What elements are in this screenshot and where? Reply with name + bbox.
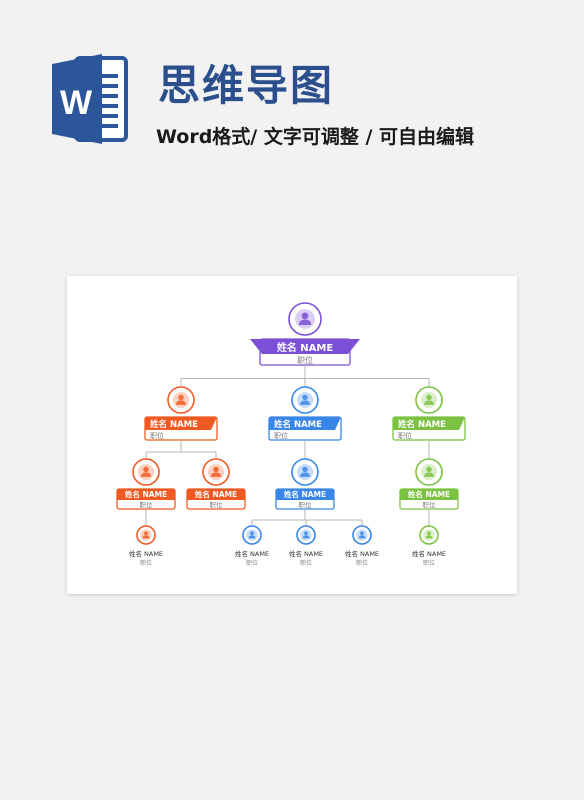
node-role: 职位 xyxy=(398,431,412,440)
node-name: 姓名 NAME xyxy=(289,549,323,558)
node-name: 姓名 NAME xyxy=(345,549,379,558)
name-ribbon xyxy=(117,489,175,500)
person-avatar-icon xyxy=(211,466,221,477)
node-name: 姓名 NAME xyxy=(235,549,269,558)
person-avatar-icon xyxy=(424,394,434,405)
person-avatar-icon xyxy=(302,531,310,539)
node-name: 姓名 NAME xyxy=(276,341,334,354)
person-avatar-icon xyxy=(248,531,256,539)
node-name: 姓名 NAME xyxy=(273,419,322,430)
name-ribbon xyxy=(269,417,341,430)
name-ribbon xyxy=(187,489,245,500)
person-avatar-icon xyxy=(300,466,310,477)
person-avatar-icon xyxy=(176,394,186,405)
node-role: 职位 xyxy=(246,559,258,567)
node-role: 职位 xyxy=(423,559,435,567)
node-name: 姓名 NAME xyxy=(124,489,167,499)
page-title: 思维导图 xyxy=(158,61,335,110)
node-name: 姓名 NAME xyxy=(149,419,198,430)
node-name: 姓名 NAME xyxy=(194,489,237,499)
name-ribbon xyxy=(393,417,465,430)
name-ribbon xyxy=(145,417,217,430)
node-role: 职位 xyxy=(140,500,154,509)
person-avatar-icon xyxy=(358,531,366,539)
name-ribbon xyxy=(400,489,458,500)
person-avatar-icon xyxy=(298,312,312,325)
node-role: 职位 xyxy=(356,559,368,567)
person-avatar-icon xyxy=(142,531,150,539)
connector-lines xyxy=(145,366,430,526)
node-role: 职位 xyxy=(297,355,313,365)
node-role: 职位 xyxy=(299,500,313,509)
person-avatar-icon xyxy=(300,394,310,405)
node-role: 职位 xyxy=(300,559,312,567)
node-role: 职位 xyxy=(423,500,437,509)
word-icon-letter: W xyxy=(60,84,93,122)
node-name: 姓名 NAME xyxy=(397,419,446,430)
name-ribbon xyxy=(250,339,360,354)
person-avatar-icon xyxy=(424,466,434,477)
word-document-icon: W xyxy=(50,50,130,148)
name-ribbon xyxy=(276,489,334,500)
node-name: 姓名 NAME xyxy=(129,549,163,558)
node-role: 职位 xyxy=(140,559,152,567)
node-role: 职位 xyxy=(274,431,288,440)
person-avatar-icon xyxy=(425,531,433,539)
node-role: 职位 xyxy=(210,500,224,509)
node-name: 姓名 NAME xyxy=(283,489,326,499)
person-avatar-icon xyxy=(141,466,151,477)
page-subtitle: Word格式/ 文字可调整 / 可自由编辑 xyxy=(156,126,475,148)
node-role: 职位 xyxy=(150,431,164,440)
node-name: 姓名 NAME xyxy=(407,489,450,499)
node-name: 姓名 NAME xyxy=(412,549,446,558)
